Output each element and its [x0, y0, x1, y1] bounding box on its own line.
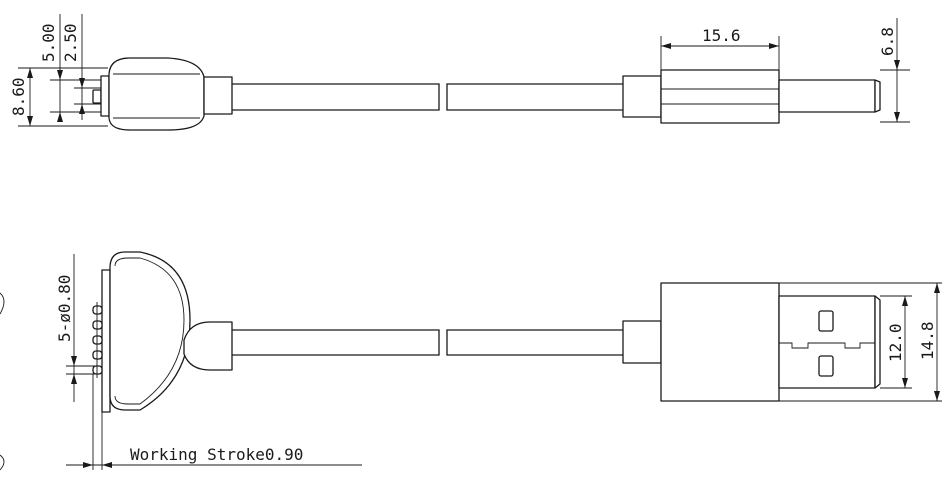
bottom-view: 5-ø0.80 Working Stroke0.90	[0, 251, 942, 471]
cable-side	[231, 83, 624, 111]
usb-hole-upper	[818, 310, 834, 332]
dim-outer: 5.00	[39, 14, 108, 122]
dim-usb-length: 15.6	[660, 26, 780, 70]
dim-outer-width: 14.8	[779, 282, 942, 402]
dim-total-height: 8.60	[9, 67, 108, 127]
cable-top	[231, 329, 624, 356]
dim-label-total-height: 8.60	[9, 77, 28, 116]
magnetic-head-side	[92, 57, 233, 131]
dim-label-working-stroke: Working Stroke0.90	[130, 445, 303, 464]
usb-plug-top	[622, 282, 881, 402]
dim-working-stroke: Working Stroke0.90	[66, 374, 362, 470]
dim-label-inner: 2.50	[61, 23, 80, 62]
dim-label-tongue-width: 12.0	[886, 323, 905, 362]
usb-hole-lower	[818, 355, 834, 377]
dim-label-usb-length: 15.6	[702, 26, 741, 45]
dim-label-outer-width: 14.8	[918, 321, 937, 360]
top-view: 8.60 5.00 2.50	[9, 14, 910, 131]
usb-plug-side	[622, 69, 881, 124]
dim-pins: 5-ø0.80	[55, 254, 95, 402]
pogo-pins	[92, 302, 103, 378]
dim-label-pins: 5-ø0.80	[55, 275, 74, 342]
dim-label-plug-thickness: 6.8	[878, 27, 897, 56]
magnetic-head-top	[92, 251, 233, 413]
dim-label-outer: 5.00	[39, 23, 58, 62]
edge-mark-lower	[0, 454, 5, 471]
dim-tongue-width: 12.0	[880, 295, 912, 389]
edge-mark-upper	[0, 292, 5, 315]
dim-plug-thickness: 6.8	[878, 18, 910, 123]
dim-inner: 2.50	[61, 14, 104, 120]
